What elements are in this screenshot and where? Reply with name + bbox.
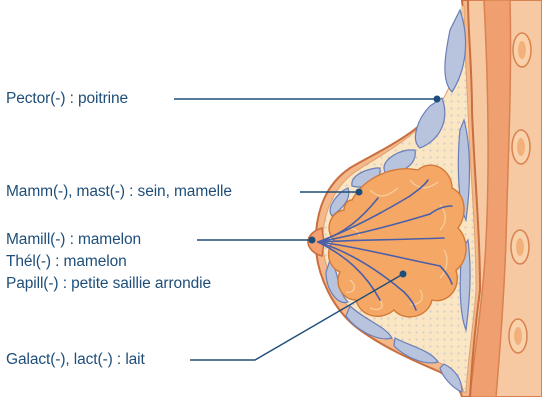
label-thel: Thél(-) : mamelon: [6, 253, 127, 271]
label-pector: Pector(-) : poitrine: [6, 90, 128, 108]
label-mamill: Mamill(-) : mamelon: [6, 231, 141, 249]
label-papill: Papill(-) : petite saillie arrondie: [6, 275, 211, 293]
label-mamm: Mamm(-), mast(-) : sein, mamelle: [6, 183, 232, 201]
label-galact: Galact(-), lact(-) : lait: [6, 351, 145, 369]
leader-galact: [190, 274, 403, 360]
